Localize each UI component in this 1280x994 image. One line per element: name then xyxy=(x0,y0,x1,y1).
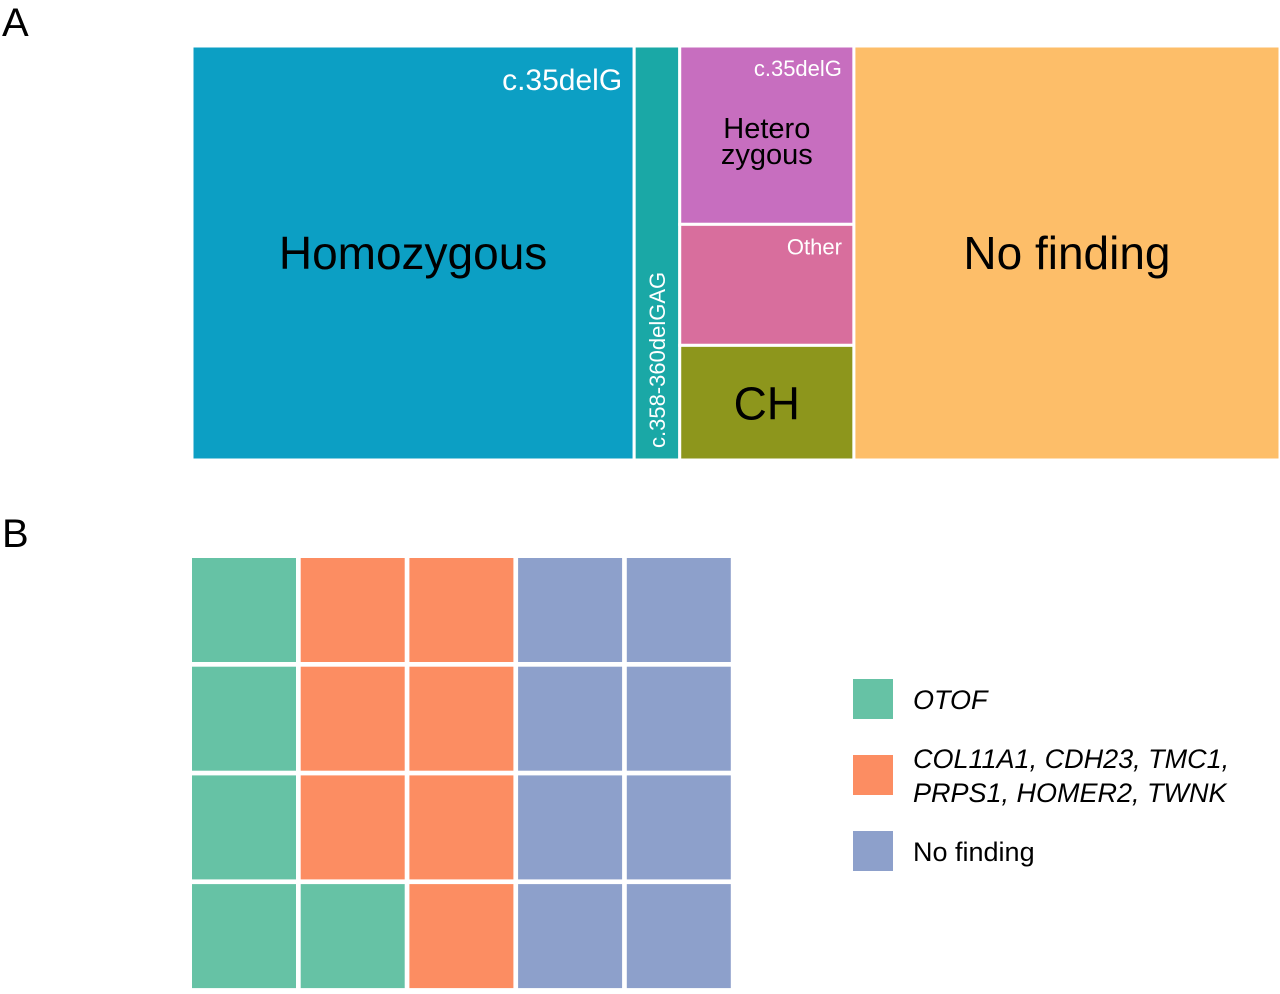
waffle-chart xyxy=(192,558,731,989)
treemap-chart: c.35delG Homozygous c.358-360delGAG c.35del… xyxy=(190,44,1280,462)
panel-label-b: B xyxy=(2,512,29,556)
tile-ch-label: CH xyxy=(734,378,800,430)
waffle-cell-other-genes xyxy=(300,558,405,662)
tile-heterozygous-label-line2: zygous xyxy=(721,139,813,171)
tile-ch xyxy=(678,343,856,462)
waffle-cell-no-finding xyxy=(626,558,731,662)
waffle-cell-otof xyxy=(192,775,296,880)
legend-label-other-genes-line2: PRPS1, HOMER2, TWNK xyxy=(913,778,1228,808)
waffle-cell-other-genes xyxy=(409,775,514,880)
waffle-cell-otof xyxy=(192,558,296,662)
waffle-cell-other-genes xyxy=(300,775,405,880)
waffle-cell-other-genes xyxy=(300,666,405,771)
waffle-cell-no-finding xyxy=(518,558,623,662)
waffle-cell-no-finding xyxy=(518,775,623,880)
waffle-cell-other-genes xyxy=(409,884,514,989)
legend-key-otof xyxy=(853,679,893,719)
legend-label-otof: OTOF xyxy=(913,685,989,715)
waffle-cell-otof xyxy=(192,884,296,989)
waffle-cell-no-finding xyxy=(626,884,731,989)
legend-key-other-genes xyxy=(853,755,893,795)
tile-heterozygous-label-line1: Hetero xyxy=(723,113,810,145)
waffle-cell-no-finding xyxy=(518,666,623,771)
tile-het-other-sublabel: Other xyxy=(787,234,842,259)
tile-no-finding-label: No finding xyxy=(963,227,1170,279)
legend-key-no-finding xyxy=(853,831,893,871)
tile-homozygous-label: Homozygous xyxy=(279,227,547,279)
waffle-cell-no-finding xyxy=(626,775,731,880)
tile-heterozygous-c35delg xyxy=(678,44,856,226)
legend-label-no-finding: No finding xyxy=(913,837,1035,867)
waffle-cell-no-finding xyxy=(626,666,731,771)
waffle-cell-other-genes xyxy=(409,558,514,662)
tile-no-finding xyxy=(852,44,1280,462)
panel-label-a: A xyxy=(2,1,29,45)
tile-homozygous-sublabel: c.35delG xyxy=(502,64,622,97)
tile-homozygous xyxy=(190,44,636,462)
waffle-legend: OTOF COL11A1, CDH23, TMC1, PRPS1, HOMER2, … xyxy=(853,679,1229,871)
legend-label-other-genes-line1: COL11A1, CDH23, TMC1, xyxy=(913,744,1229,774)
waffle-cell-otof xyxy=(192,666,296,771)
waffle-cell-otof xyxy=(300,884,405,989)
tile-c358-sublabel: c.358-360delGAG xyxy=(645,272,670,448)
tile-het-c35delg-sublabel: c.35delG xyxy=(754,56,842,81)
waffle-cell-no-finding xyxy=(518,884,623,989)
waffle-cell-other-genes xyxy=(409,666,514,771)
tile-c358 xyxy=(632,44,682,462)
